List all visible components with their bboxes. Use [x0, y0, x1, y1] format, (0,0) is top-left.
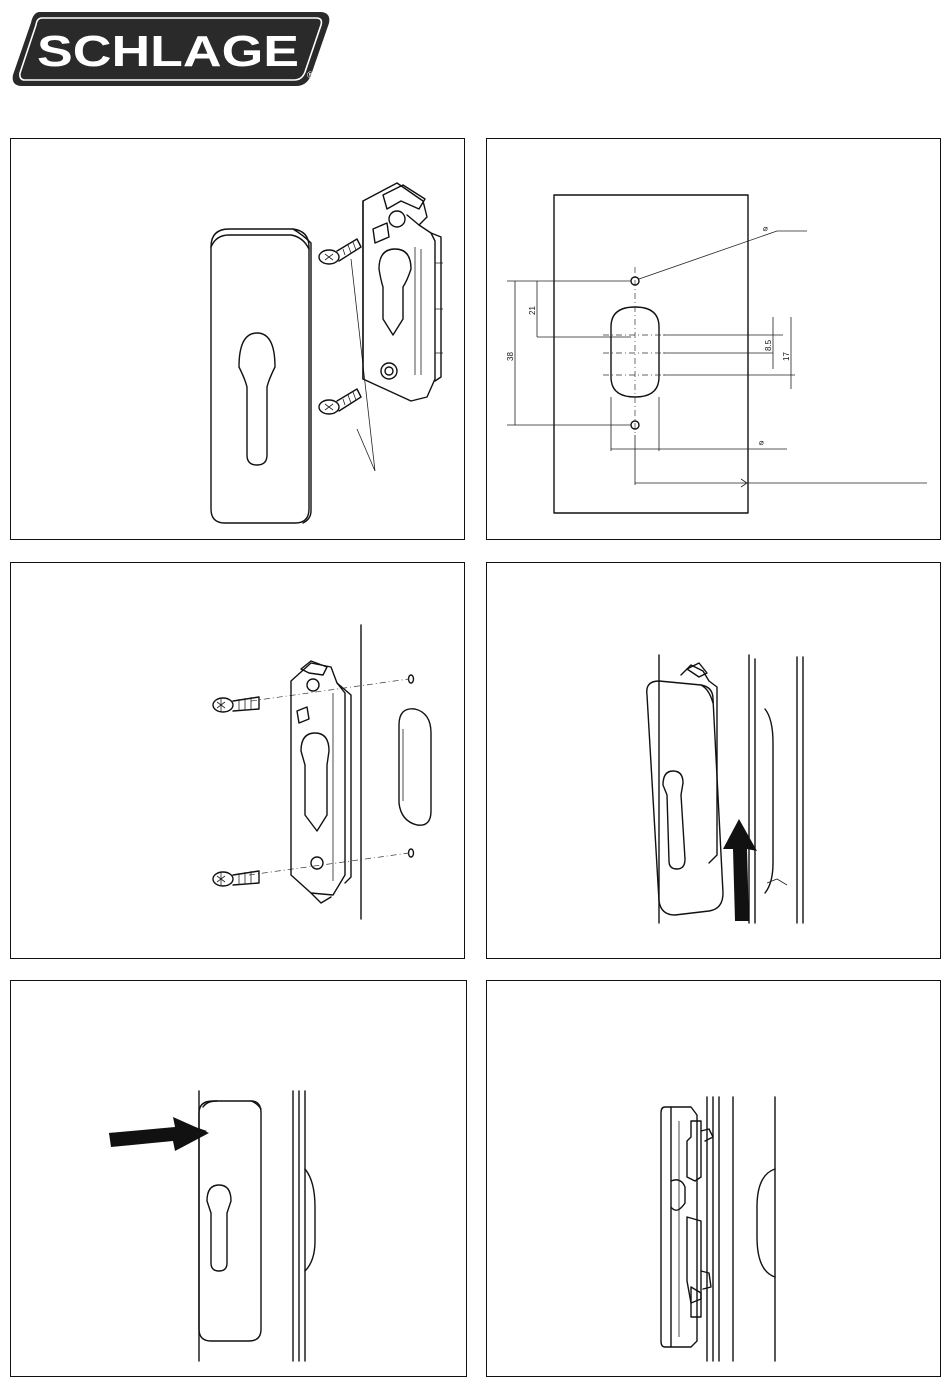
- door-outline: [554, 195, 748, 513]
- cover-plate: [211, 229, 311, 523]
- schlage-logo: SCHLAGE ®: [10, 11, 332, 87]
- slide-cover-illustration: [487, 563, 941, 959]
- push-cover-illustration: [11, 981, 467, 1377]
- dimension-17: 17: [782, 352, 791, 361]
- mounting-bracket: [291, 661, 351, 903]
- installed-bracket-and-cover: [661, 1107, 713, 1347]
- door-edge-profile: [293, 1091, 315, 1361]
- step-1-exploded-view-panel: [10, 138, 465, 540]
- registered-mark: ®: [307, 70, 314, 80]
- top-screw: [319, 239, 361, 264]
- lower-pilot-hole: [409, 849, 414, 857]
- cover-plate: [199, 1101, 261, 1341]
- door-edge-profile: [749, 655, 803, 923]
- mount-bracket-illustration: [11, 563, 465, 959]
- dimension-8-5: 8.5: [764, 339, 773, 351]
- dimension-21: 21: [528, 306, 537, 315]
- installed-side-view-illustration: [487, 981, 941, 1377]
- step-2-drilling-template-panel: 38 21 8.5 17 ⌀ ⌀: [486, 138, 941, 540]
- upper-pilot-hole: [409, 675, 414, 683]
- bracket-behind-cover: [681, 665, 717, 863]
- exploded-view-illustration: [11, 139, 465, 540]
- upper-screw: [213, 697, 259, 712]
- step-5-push-cover-panel: [10, 980, 467, 1377]
- mounting-bracket: [363, 183, 443, 401]
- drilling-template-diagram: 38 21 8.5 17 ⌀ ⌀: [487, 139, 941, 540]
- step-6-installed-side-view-panel: [486, 980, 941, 1377]
- cover-plate: [647, 681, 723, 915]
- logo-wordmark: SCHLAGE: [37, 27, 299, 76]
- diameter-symbol-top: ⌀: [763, 224, 768, 233]
- bottom-screw: [319, 389, 361, 414]
- step-3-mount-bracket-panel: [10, 562, 465, 959]
- door-edge-profile: [707, 1097, 775, 1361]
- diameter-symbol-bottom: ⌀: [759, 438, 764, 447]
- dimension-38: 38: [506, 352, 515, 361]
- step-4-slide-cover-panel: [486, 562, 941, 959]
- lower-screw: [213, 871, 259, 886]
- upward-arrow: [723, 819, 757, 921]
- door-cylinder-cutout: [399, 709, 431, 825]
